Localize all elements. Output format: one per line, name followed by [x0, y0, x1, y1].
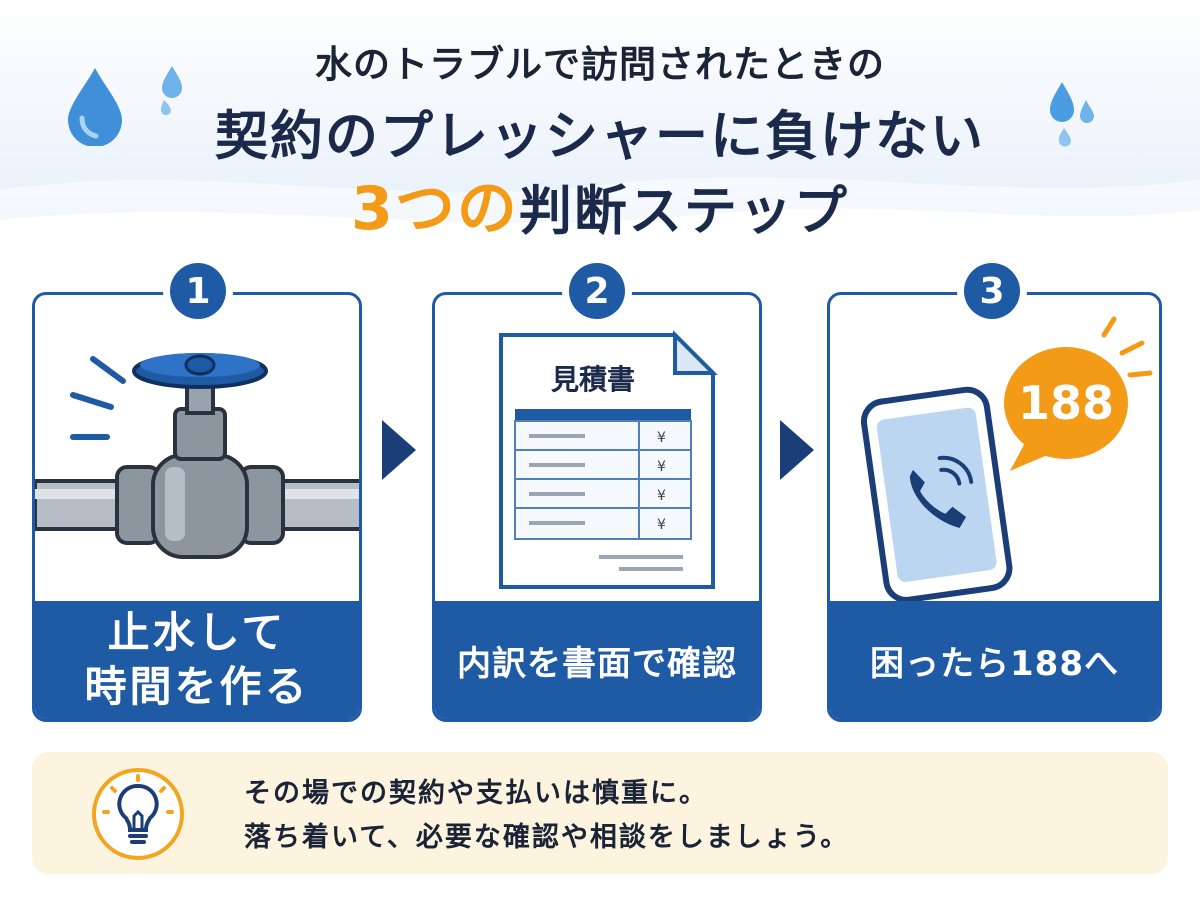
step-1-badge: 1: [163, 256, 233, 326]
header-wave-decoration: [0, 177, 1200, 250]
step-3-card: 188 困ったら188へ: [827, 292, 1162, 722]
valve-pipe-icon: [35, 353, 359, 559]
yen-symbol: ¥: [657, 517, 666, 533]
tip-line-1: その場での契約や支払いは慎重に。: [244, 778, 708, 809]
water-splash-icon: [1050, 82, 1094, 147]
step-1-label: 止水して 時間を作る: [35, 601, 359, 719]
tip-box: その場での契約や支払いは慎重に。 落ち着いて、必要な確認や相談をしましょう。: [32, 752, 1168, 874]
title-line-2: 契約のプレッシャーに負けない: [215, 106, 985, 167]
smartphone-call-icon: 188: [860, 316, 1153, 603]
arrow-right-icon: [382, 420, 416, 480]
step-3-badge: 3: [957, 256, 1027, 326]
tip-line-2: 落ち着いて、必要な確認や相談をしましょう。: [244, 822, 850, 853]
lightbulb-icon: [92, 768, 184, 860]
yen-symbol: ¥: [657, 430, 666, 446]
arrow-right-icon: [780, 420, 814, 480]
title-rest: 判断ステップ: [518, 181, 849, 242]
step-number: 2: [569, 263, 625, 319]
bubble-188: 188: [1018, 376, 1114, 430]
step-1-label-line: 止水して: [107, 608, 287, 657]
title-line-3: 3つの判断ステップ: [0, 160, 1200, 247]
step-3-label: 困ったら188へ: [830, 601, 1159, 719]
step-number: 3: [964, 263, 1020, 319]
step-2-card: 見積書 ¥ ¥ ¥ ¥ 内訳を書面で確認: [432, 292, 762, 722]
step-number: 1: [170, 263, 226, 319]
water-drop-icon: [68, 68, 122, 146]
title-accent: 3つの: [351, 174, 519, 244]
yen-symbol: ¥: [657, 488, 666, 504]
estimate-document-icon: 見積書 ¥ ¥ ¥ ¥: [499, 330, 718, 589]
step-2-badge: 2: [562, 256, 632, 326]
document-title: 見積書: [551, 363, 635, 396]
step-2-label: 内訳を書面で確認: [435, 601, 759, 719]
step-1-card: 止水して 時間を作る: [32, 292, 362, 722]
step-1-label-line: 時間を作る: [84, 662, 310, 711]
tip-text: その場での契約や支払いは慎重に。 落ち着いて、必要な確認や相談をしましょう。: [244, 772, 849, 860]
title-line-1: 水のトラブルで訪問されたときの: [315, 43, 885, 86]
water-splash-icon: [160, 66, 182, 115]
yen-symbol: ¥: [657, 459, 666, 475]
